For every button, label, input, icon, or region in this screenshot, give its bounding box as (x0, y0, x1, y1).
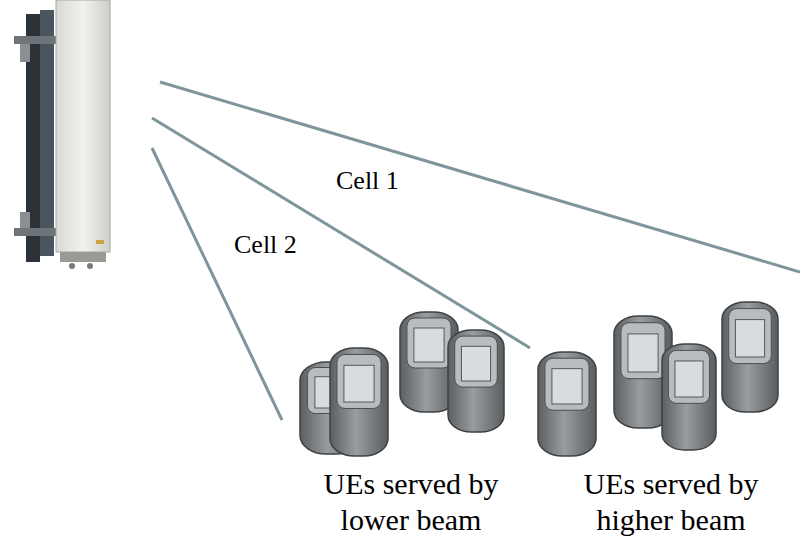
phone-screen (552, 369, 582, 404)
ue-group-caption: UEs served by higher beam (546, 466, 796, 538)
phone-screen (414, 328, 444, 362)
ue-phones (300, 302, 778, 456)
ue-group-caption: UEs served by lower beam (286, 466, 536, 538)
phone-face (545, 358, 589, 410)
phone-screen (735, 320, 764, 357)
phone-face (407, 318, 451, 368)
phone-screen (344, 365, 374, 402)
phone-screen (675, 361, 703, 397)
phone-body (448, 330, 504, 432)
phone-screen (461, 346, 490, 381)
phone-face (337, 354, 381, 408)
phone-body (538, 352, 596, 456)
beam-line (152, 82, 800, 420)
cell-label: Cell 1 (336, 166, 399, 196)
phone-face (455, 336, 498, 387)
phone-face (729, 309, 772, 364)
phone-face (668, 350, 709, 403)
phone-body (330, 348, 388, 456)
phone-body (662, 344, 716, 450)
phone-body (722, 302, 778, 412)
cell-label: Cell 2 (234, 230, 297, 260)
antenna-panel (14, 0, 110, 269)
phone-screen (628, 334, 658, 372)
phone-face (621, 323, 665, 379)
